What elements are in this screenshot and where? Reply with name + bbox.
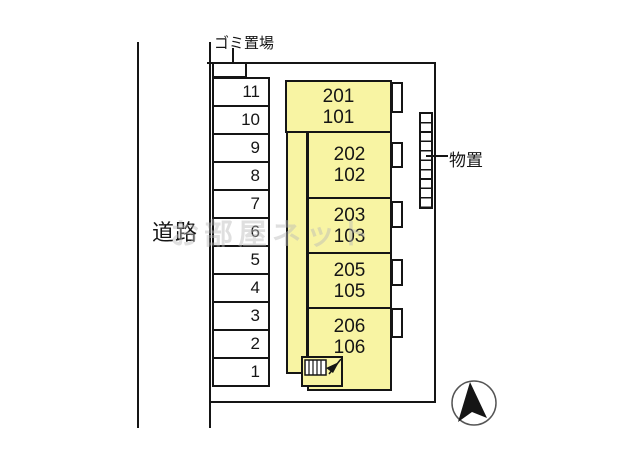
parking-space: 11 — [212, 77, 270, 107]
building-unit-202-102: 202 102 — [307, 131, 392, 199]
site-bottom-boundary-line — [209, 401, 436, 403]
parking-space: 1 — [212, 357, 270, 387]
parking-space: 5 — [212, 245, 270, 275]
site-right-boundary-line — [434, 62, 436, 403]
garbage-area-label: ゴミ置場 — [214, 35, 275, 52]
parking-space: 10 — [212, 105, 270, 135]
balcony-205 — [391, 259, 403, 286]
storage-label-line — [426, 155, 448, 157]
building-unit-205-105: 205 105 — [307, 252, 392, 309]
balcony-203 — [391, 201, 403, 228]
building-unit-201-101: 201 101 — [285, 80, 392, 133]
road-label: 道路 — [152, 220, 199, 245]
north-arrow-icon — [451, 380, 497, 426]
storage-label: 物置 — [449, 151, 483, 170]
parking-space: 3 — [212, 301, 270, 331]
road-edge-line — [137, 42, 139, 428]
parking-space: 6 — [212, 217, 270, 247]
watermark-text: お部屋ネット — [170, 219, 375, 251]
balcony-201 — [391, 82, 403, 113]
balcony-202 — [391, 142, 403, 168]
stairs-entrance-icon — [304, 358, 342, 376]
site-top-boundary-line — [207, 62, 436, 64]
storage-shed-rect — [419, 112, 433, 209]
balcony-206 — [391, 308, 403, 338]
parking-space: 9 — [212, 133, 270, 163]
parking-space: 2 — [212, 329, 270, 359]
garbage-label-tick — [232, 48, 234, 64]
garbage-area-rect — [212, 62, 247, 78]
parking-space: 7 — [212, 189, 270, 219]
parking-space: 4 — [212, 273, 270, 303]
parking-column: 11 10 9 8 7 6 5 4 3 2 1 — [212, 77, 270, 387]
site-left-boundary-line — [209, 42, 211, 428]
parking-space: 8 — [212, 161, 270, 191]
